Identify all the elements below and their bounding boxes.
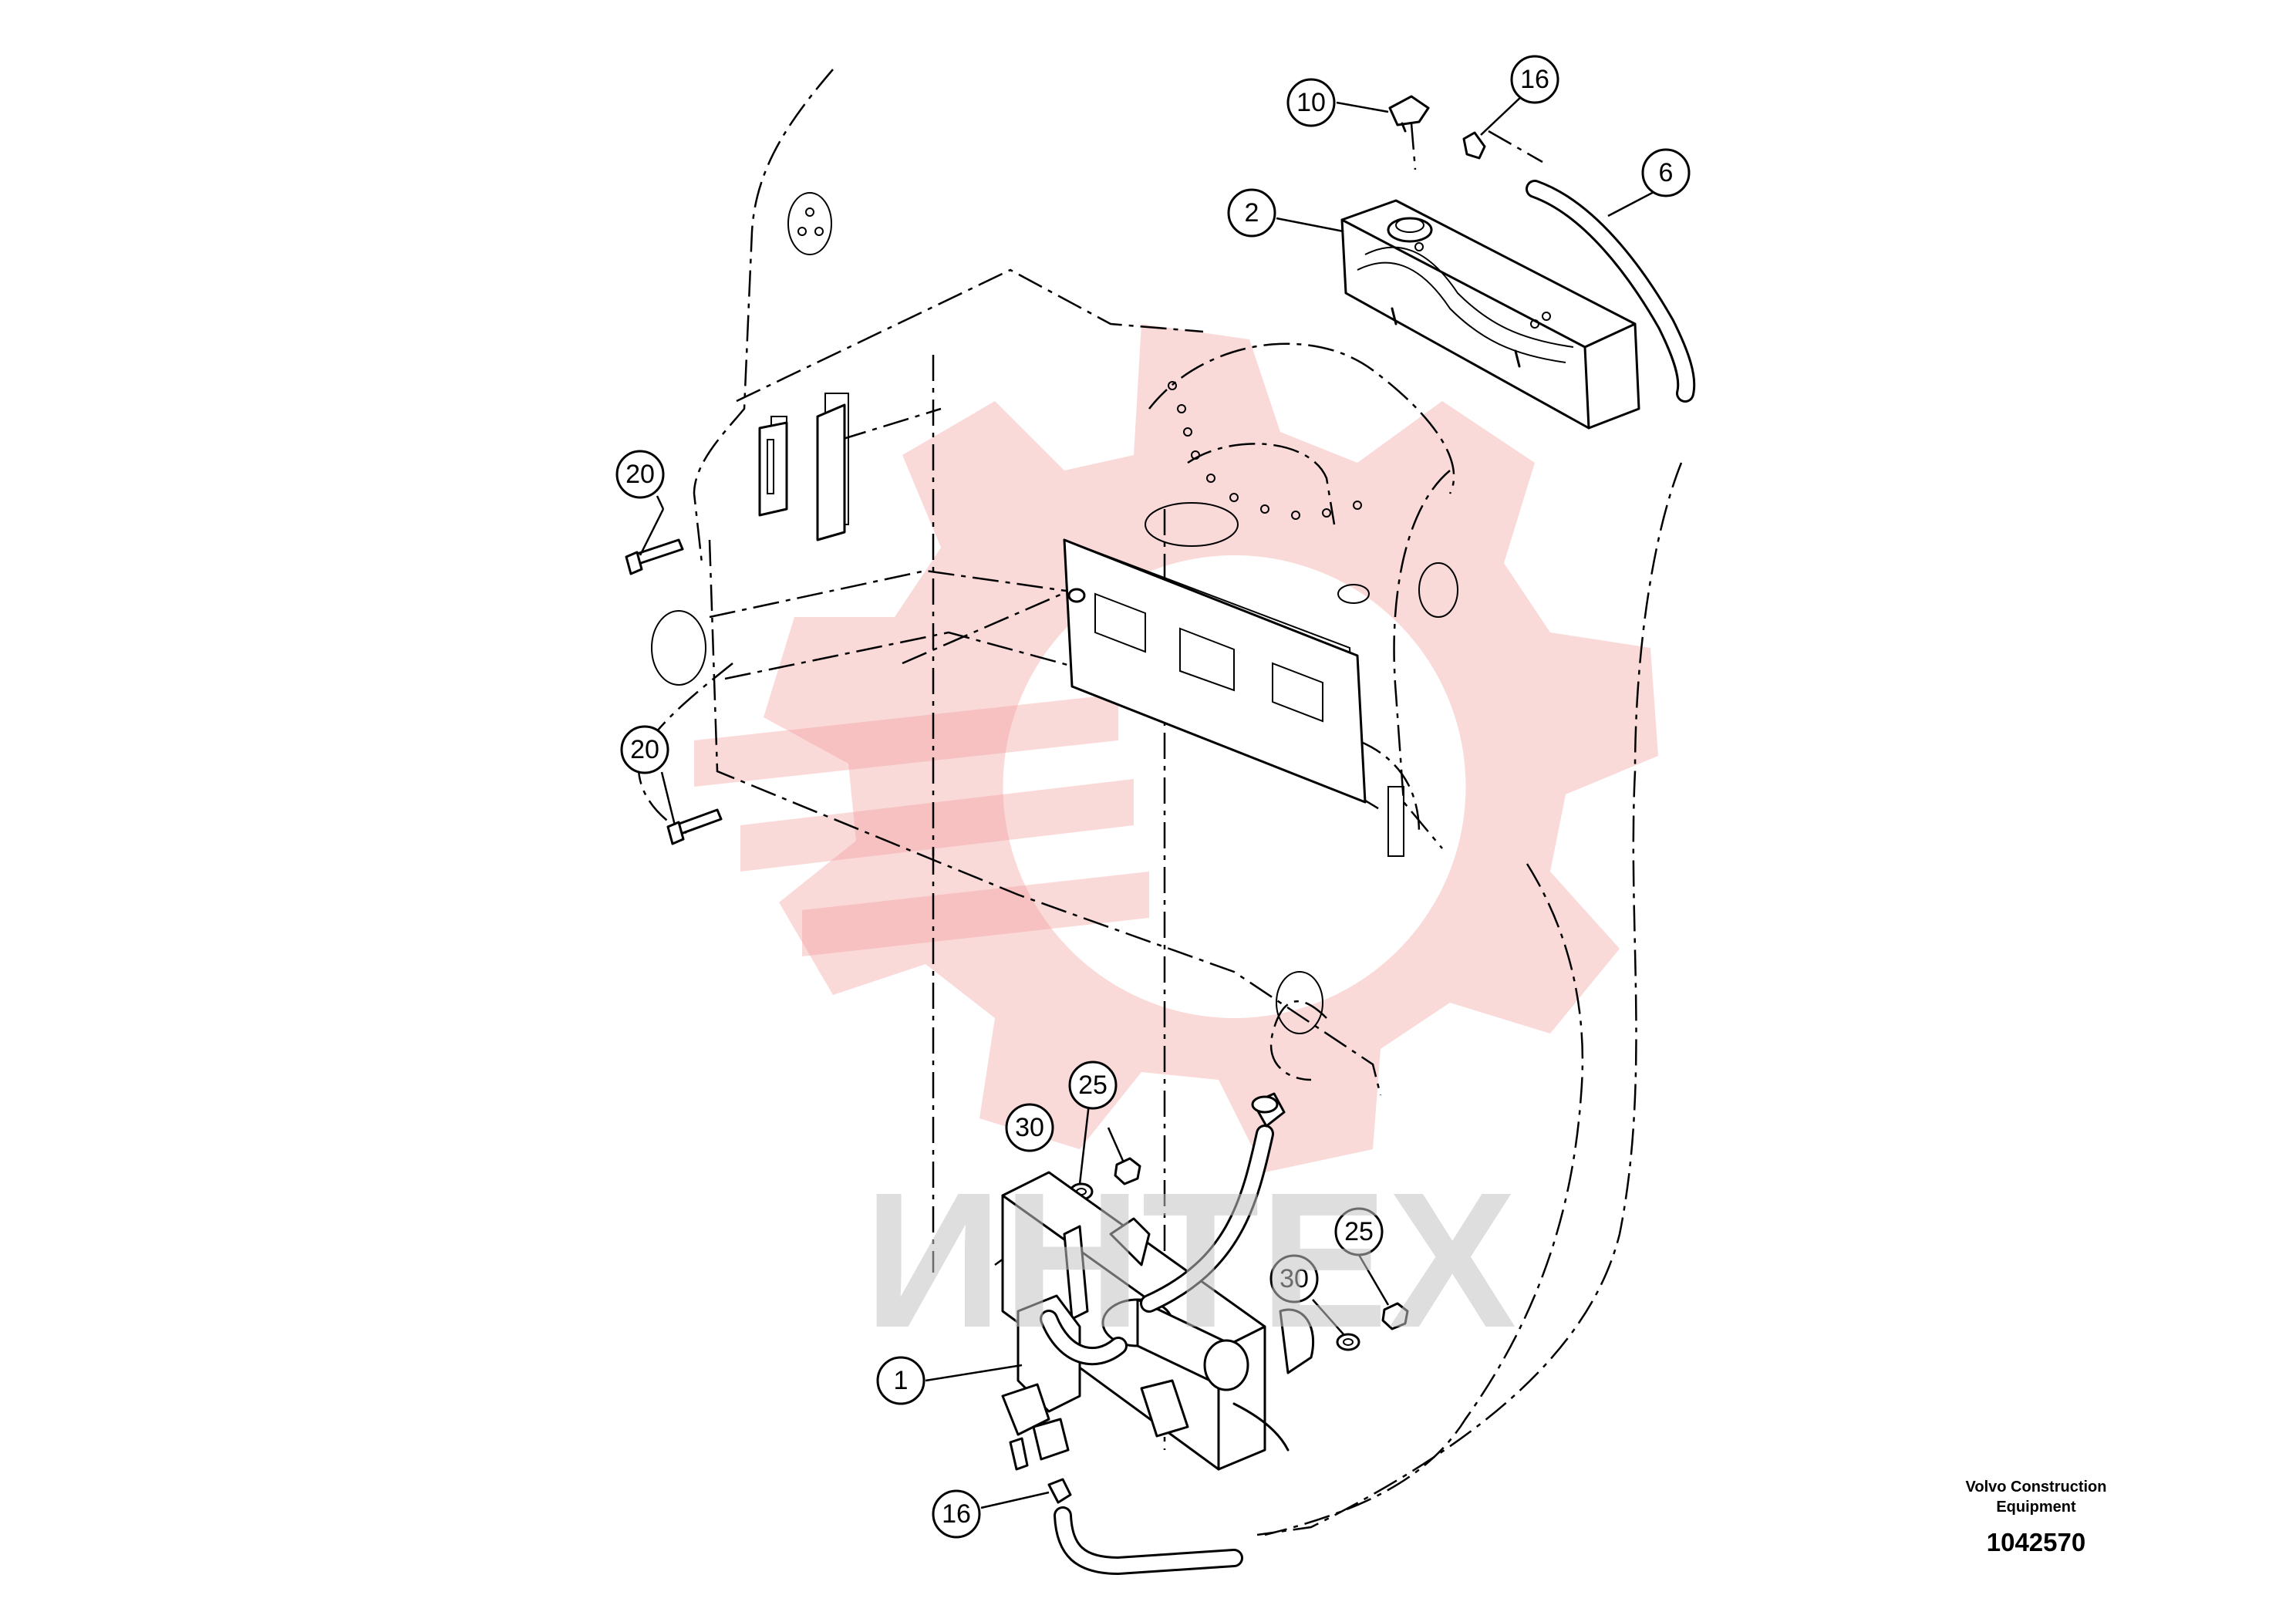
callout-30-right-label: 30 (1279, 1264, 1309, 1293)
nut-left (1114, 1157, 1141, 1185)
callout-10: 10 (1286, 78, 1336, 127)
pump-outlet-hose (1140, 1092, 1286, 1313)
drawing-number: 1042570 (1986, 1528, 2086, 1556)
callout-30-right: 30 (1269, 1254, 1319, 1303)
nut-right (1381, 1302, 1409, 1330)
watermark-text: ИНТЕХ (864, 1152, 1516, 1367)
washer-hose-top (1526, 180, 1696, 403)
callout-30-left: 30 (1005, 1103, 1054, 1152)
callout-20-lower-label: 20 (630, 735, 659, 764)
callout-25-left: 25 (1068, 1061, 1118, 1110)
reservoir-cap (1388, 95, 1430, 133)
callout-2: 2 (1227, 188, 1276, 238)
callout-1-label: 1 (894, 1366, 909, 1395)
washer-reservoir-tank (1340, 199, 1640, 430)
callout-30-left-label: 30 (1015, 1113, 1044, 1142)
callout-6-label: 6 (1659, 158, 1674, 187)
callout-20-upper: 20 (615, 450, 665, 499)
callout-20-upper-label: 20 (625, 460, 655, 489)
washer-right (1336, 1333, 1360, 1351)
callout-1: 1 (876, 1356, 925, 1405)
callout-16-bottom-label: 16 (942, 1499, 971, 1529)
middle-mount-bracket (1063, 538, 1367, 804)
title-block: Volvo Construction Equipment 1042570 (1905, 1477, 2167, 1557)
hose-clamp-top (1462, 131, 1486, 160)
callout-2-label: 2 (1245, 198, 1259, 228)
company-name-line2: Equipment (1996, 1499, 2076, 1516)
callout-6: 6 (1641, 148, 1691, 197)
callout-16-bottom: 16 (932, 1489, 981, 1539)
hose-clamp-bottom (1047, 1478, 1072, 1504)
callout-10-label: 10 (1296, 88, 1326, 117)
washer-hose-bottom (1054, 1506, 1243, 1576)
callout-25-left-label: 25 (1078, 1071, 1108, 1100)
callout-16-top-label: 16 (1520, 65, 1549, 94)
callout-25-right-label: 25 (1344, 1217, 1374, 1246)
company-name-line1: Volvo Construction (1965, 1479, 2107, 1496)
callout-16-top: 16 (1510, 55, 1559, 104)
flange-bolt-holes (1168, 381, 1362, 520)
callout-20-lower: 20 (620, 725, 669, 774)
leader-lines (639, 94, 1659, 1509)
watermark-gear-icon (694, 324, 1658, 1172)
washer-pump-assembly (1001, 1171, 1315, 1471)
callout-25-right: 25 (1334, 1207, 1384, 1256)
bolt-upper (625, 538, 684, 575)
upper-mount-bracket (758, 403, 846, 541)
bolt-lower (666, 808, 723, 845)
